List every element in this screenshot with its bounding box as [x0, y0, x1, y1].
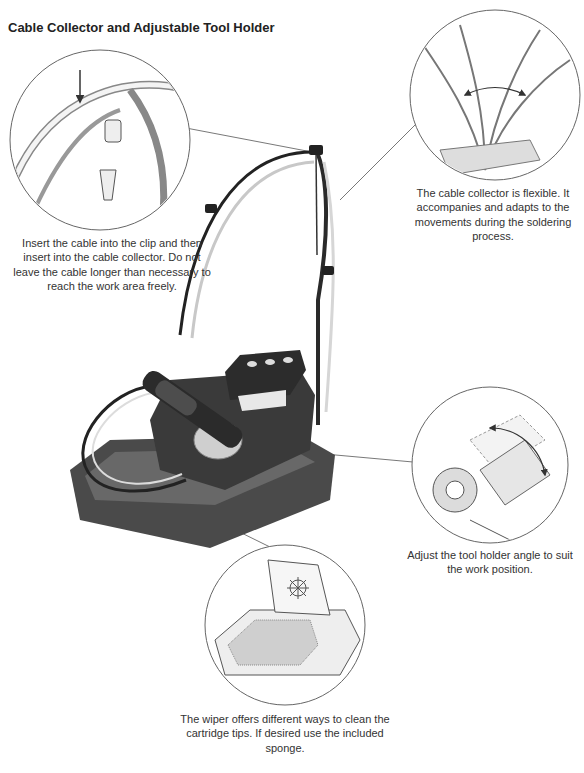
leader-line — [340, 120, 420, 200]
cable — [130, 90, 164, 240]
brass-wiper — [268, 560, 330, 615]
cable — [192, 162, 314, 338]
leader-line — [186, 128, 312, 152]
callout-text: The wiper offers different ways to clean… — [180, 712, 390, 755]
insert-arrow — [79, 70, 81, 102]
tip-holder — [225, 350, 306, 400]
tip-hole — [283, 357, 293, 363]
iron-grip — [152, 378, 199, 419]
wiper-brush — [287, 577, 309, 599]
cable-clip — [309, 145, 323, 155]
detail-circle — [412, 387, 568, 543]
tool-holder — [480, 440, 550, 505]
collector-stem — [316, 150, 317, 255]
holder-knob — [433, 468, 477, 512]
title: Cable Collector and Adjustable Tool Hold… — [8, 20, 275, 35]
callout-text: Adjust the tool holder angle to suit the… — [400, 548, 580, 577]
cable-clip — [105, 120, 121, 142]
wiper-tray — [215, 610, 360, 675]
cable-clip — [100, 170, 116, 200]
callout-text: The cable collector is flexible. It acco… — [406, 186, 580, 243]
callout-text: Insert the cable into the clip and then … — [12, 236, 212, 293]
cable — [30, 110, 120, 220]
movement-arrow — [465, 88, 525, 96]
station-detail — [440, 140, 540, 175]
cable-clip — [322, 266, 334, 275]
holder-knob — [446, 481, 464, 499]
detail-circle — [205, 545, 365, 705]
collector-arm — [316, 150, 326, 425]
soldering-iron — [139, 367, 246, 451]
sponge — [228, 620, 318, 665]
cable — [93, 393, 182, 484]
detail-circle — [410, 10, 580, 180]
detail-circle — [10, 50, 190, 230]
cable-clip — [205, 204, 217, 213]
cable — [324, 162, 333, 412]
station-edge — [470, 520, 520, 545]
front-plate — [238, 390, 286, 411]
tip-hole — [265, 359, 275, 365]
tip-hole — [247, 361, 257, 367]
angle-arrow — [490, 428, 545, 475]
